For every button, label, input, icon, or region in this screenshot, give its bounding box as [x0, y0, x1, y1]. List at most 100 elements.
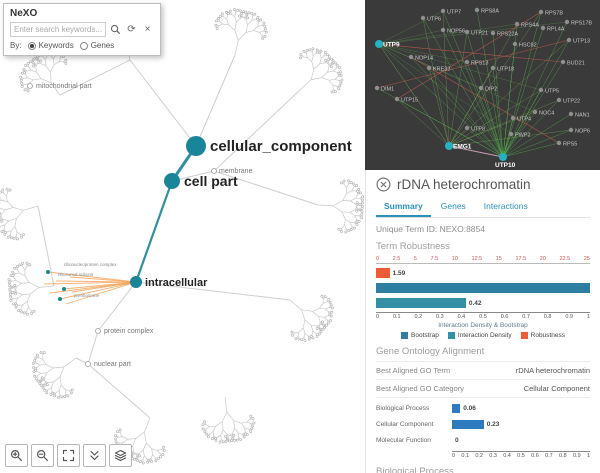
radio-genes-dot[interactable]	[79, 41, 88, 50]
term-detail-panel: rDNA heterochromatin Summary Genes Inter…	[365, 170, 600, 473]
network-node-label: UTP13	[573, 39, 590, 45]
network-node-label: RPS5	[563, 142, 577, 148]
section-term-robustness: Term Robustness	[376, 241, 450, 252]
ontology-tree-canvas[interactable]: mitochondrial partcellular_componentcell…	[0, 0, 365, 473]
tree-node[interactable]	[130, 276, 142, 288]
network-node[interactable]	[499, 153, 507, 161]
radio-genes[interactable]: Genes	[79, 41, 115, 50]
layers-icon	[114, 449, 127, 462]
network-node[interactable]	[464, 59, 470, 65]
network-node[interactable]	[375, 40, 383, 48]
network-node[interactable]	[532, 109, 538, 115]
network-node[interactable]	[514, 21, 520, 27]
network-node[interactable]	[474, 7, 480, 13]
network-node[interactable]	[426, 65, 432, 71]
radio-keywords[interactable]: Keywords	[27, 41, 74, 50]
network-node[interactable]	[512, 41, 518, 47]
network-node[interactable]	[568, 127, 574, 133]
network-node[interactable]	[408, 54, 414, 60]
network-node[interactable]	[564, 19, 570, 25]
section-biological-process: Biological Process	[376, 466, 454, 473]
radio-keywords-label: Keywords	[38, 41, 74, 50]
network-node[interactable]	[566, 37, 572, 43]
tree-node[interactable]	[27, 83, 33, 89]
tree-node[interactable]	[211, 168, 217, 174]
network-node-label: RPS7B	[545, 11, 563, 17]
network-node-label: RPL4A	[547, 27, 565, 33]
network-node-label: DIM1	[381, 87, 394, 93]
network-node-label: NAN1	[575, 113, 590, 119]
network-node[interactable]	[556, 97, 562, 103]
radio-keywords-dot[interactable]	[27, 41, 36, 50]
app-title: NeXO	[10, 8, 38, 19]
tree-node[interactable]	[85, 361, 91, 367]
network-node-label: PWP2	[515, 133, 531, 139]
close-icon[interactable]	[376, 177, 391, 192]
zoom-out-button[interactable]	[31, 444, 54, 467]
tree-node-label: mitochondrial part	[36, 83, 92, 90]
network-node[interactable]	[510, 115, 516, 121]
network-node[interactable]	[440, 8, 446, 14]
tree-branches	[0, 8, 365, 465]
network-node-label: BUD21	[567, 61, 585, 67]
network-node[interactable]	[374, 85, 380, 91]
tree-node[interactable]	[164, 173, 180, 189]
network-node[interactable]	[508, 131, 514, 137]
tree-cluster-label: ribonucleoprotein complex	[64, 262, 117, 267]
table-row: Best Aligned GO Term rDNA heterochromati…	[376, 361, 590, 379]
tree-trunk-edges	[37, 54, 319, 419]
network-node[interactable]	[538, 9, 544, 15]
network-node[interactable]	[538, 87, 544, 93]
tree-node[interactable]	[95, 328, 101, 334]
network-node[interactable]	[464, 29, 470, 35]
radio-genes-label: Genes	[90, 41, 115, 50]
network-node-label: NOP56	[447, 29, 465, 35]
network-node[interactable]	[560, 59, 566, 65]
detail-tabs: Summary Genes Interactions	[376, 198, 590, 218]
network-node[interactable]	[490, 30, 496, 36]
layers-button[interactable]	[109, 444, 132, 467]
network-node[interactable]	[490, 65, 496, 71]
tree-node[interactable]	[186, 136, 206, 156]
term-title: rDNA heterochromatin	[397, 177, 531, 192]
tab-interactions[interactable]: Interactions	[483, 201, 528, 211]
network-node-label: UTP9	[383, 42, 400, 49]
network-node[interactable]	[464, 125, 470, 131]
network-node[interactable]	[445, 142, 453, 150]
network-node[interactable]	[540, 25, 546, 31]
tree-node-label: protein complex	[104, 328, 154, 335]
network-node[interactable]	[420, 15, 426, 21]
network-node-label: UTP15	[401, 98, 418, 104]
reset-icon[interactable]: ⟳	[127, 24, 136, 35]
network-node-label: RPS22A	[497, 32, 518, 38]
collapse-button[interactable]	[83, 444, 106, 467]
network-node[interactable]	[568, 111, 574, 117]
network-node-label: UTP4	[517, 117, 531, 123]
legend-item: Bootstrap	[401, 332, 439, 339]
legend-item: Interaction Density	[447, 332, 512, 339]
bar-bootstrap	[376, 282, 590, 294]
network-node[interactable]	[478, 85, 484, 91]
network-node-label: RPS13	[471, 61, 488, 67]
clear-icon[interactable]: ×	[144, 24, 151, 35]
network-node[interactable]	[440, 27, 446, 33]
network-node[interactable]	[556, 140, 562, 146]
axis-title: Interaction Density & Bootstrap	[438, 322, 528, 329]
go-category-label: Best Aligned GO Category	[376, 384, 464, 393]
section-go-alignment: Gene Ontology Alignment	[376, 346, 485, 357]
fit-to-screen-button[interactable]	[57, 444, 80, 467]
tab-genes[interactable]: Genes	[440, 201, 466, 211]
network-node-label: RPS8A	[481, 9, 499, 15]
search-icon[interactable]	[109, 23, 122, 36]
search-input[interactable]	[10, 22, 106, 37]
network-node[interactable]	[394, 96, 400, 102]
fit-to-screen-icon	[62, 449, 75, 462]
tab-summary[interactable]: Summary	[376, 198, 431, 217]
zoom-in-button[interactable]	[5, 444, 28, 467]
